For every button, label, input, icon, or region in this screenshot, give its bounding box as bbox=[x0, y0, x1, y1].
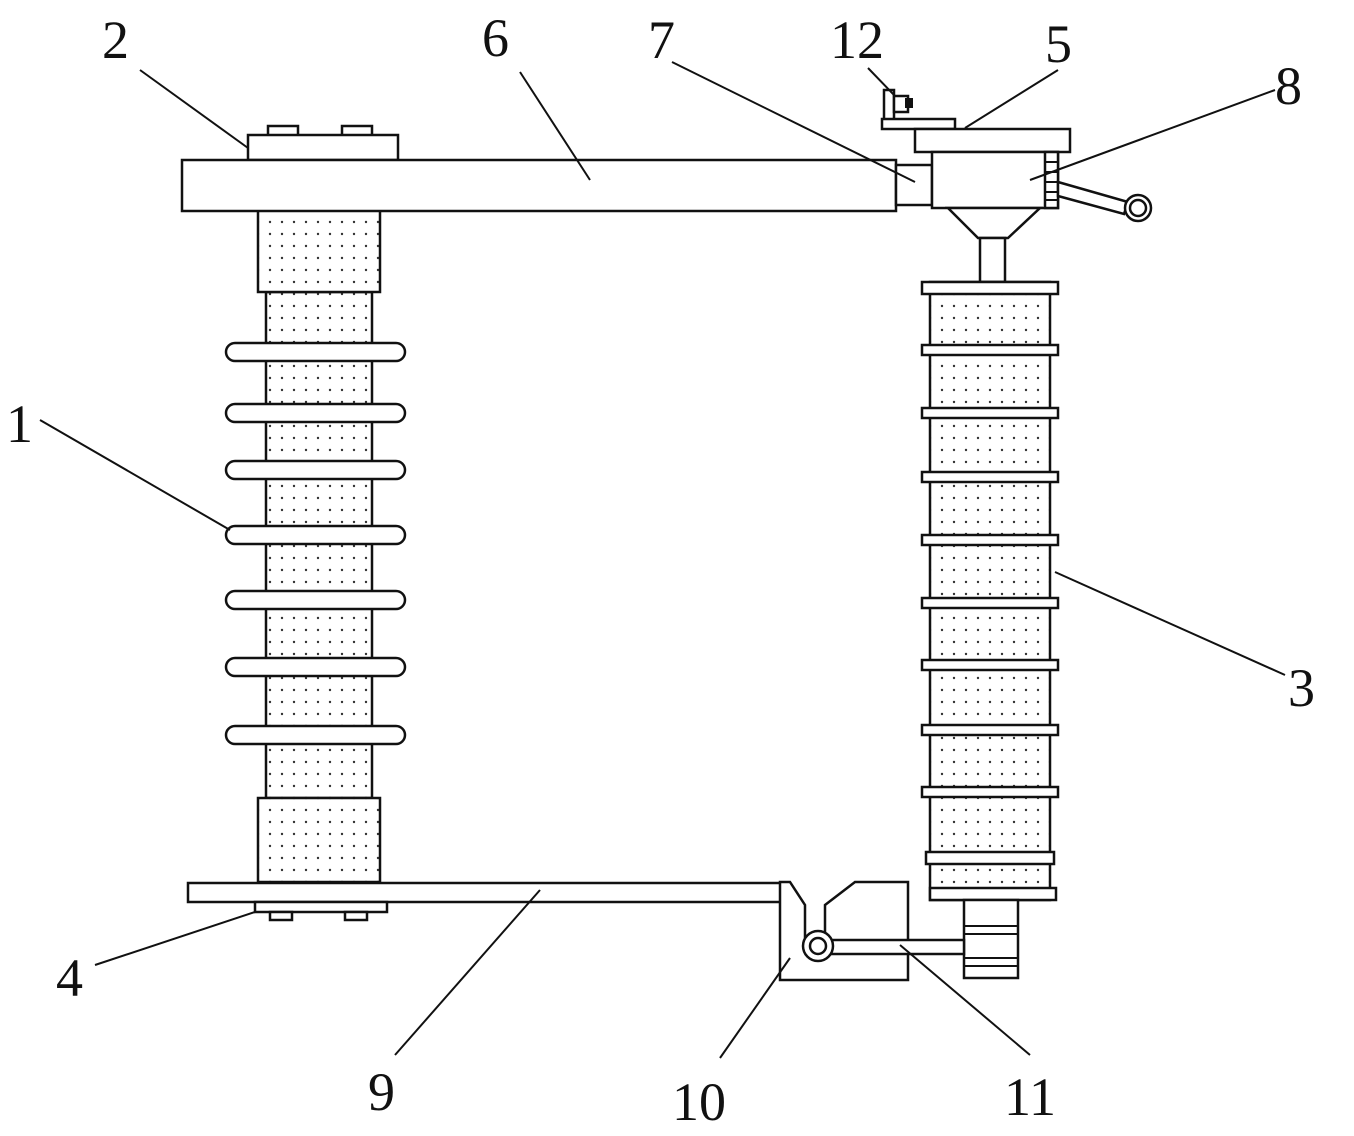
label-7: 7 bbox=[648, 10, 675, 70]
right-insulator bbox=[922, 282, 1058, 978]
label-1: 1 bbox=[6, 394, 33, 454]
bottom-arm bbox=[188, 883, 785, 920]
top-arm bbox=[182, 126, 932, 211]
label-6: 6 bbox=[482, 8, 509, 68]
left-insulator bbox=[226, 210, 405, 882]
label-4: 4 bbox=[56, 948, 83, 1008]
label-2: 2 bbox=[102, 10, 129, 70]
label-3: 3 bbox=[1288, 658, 1315, 718]
label-10: 10 bbox=[672, 1072, 726, 1132]
label-11: 11 bbox=[1004, 1067, 1056, 1127]
label-12: 12 bbox=[830, 10, 884, 70]
label-8: 8 bbox=[1275, 56, 1302, 116]
label-5: 5 bbox=[1045, 14, 1072, 74]
label-9: 9 bbox=[368, 1062, 395, 1122]
